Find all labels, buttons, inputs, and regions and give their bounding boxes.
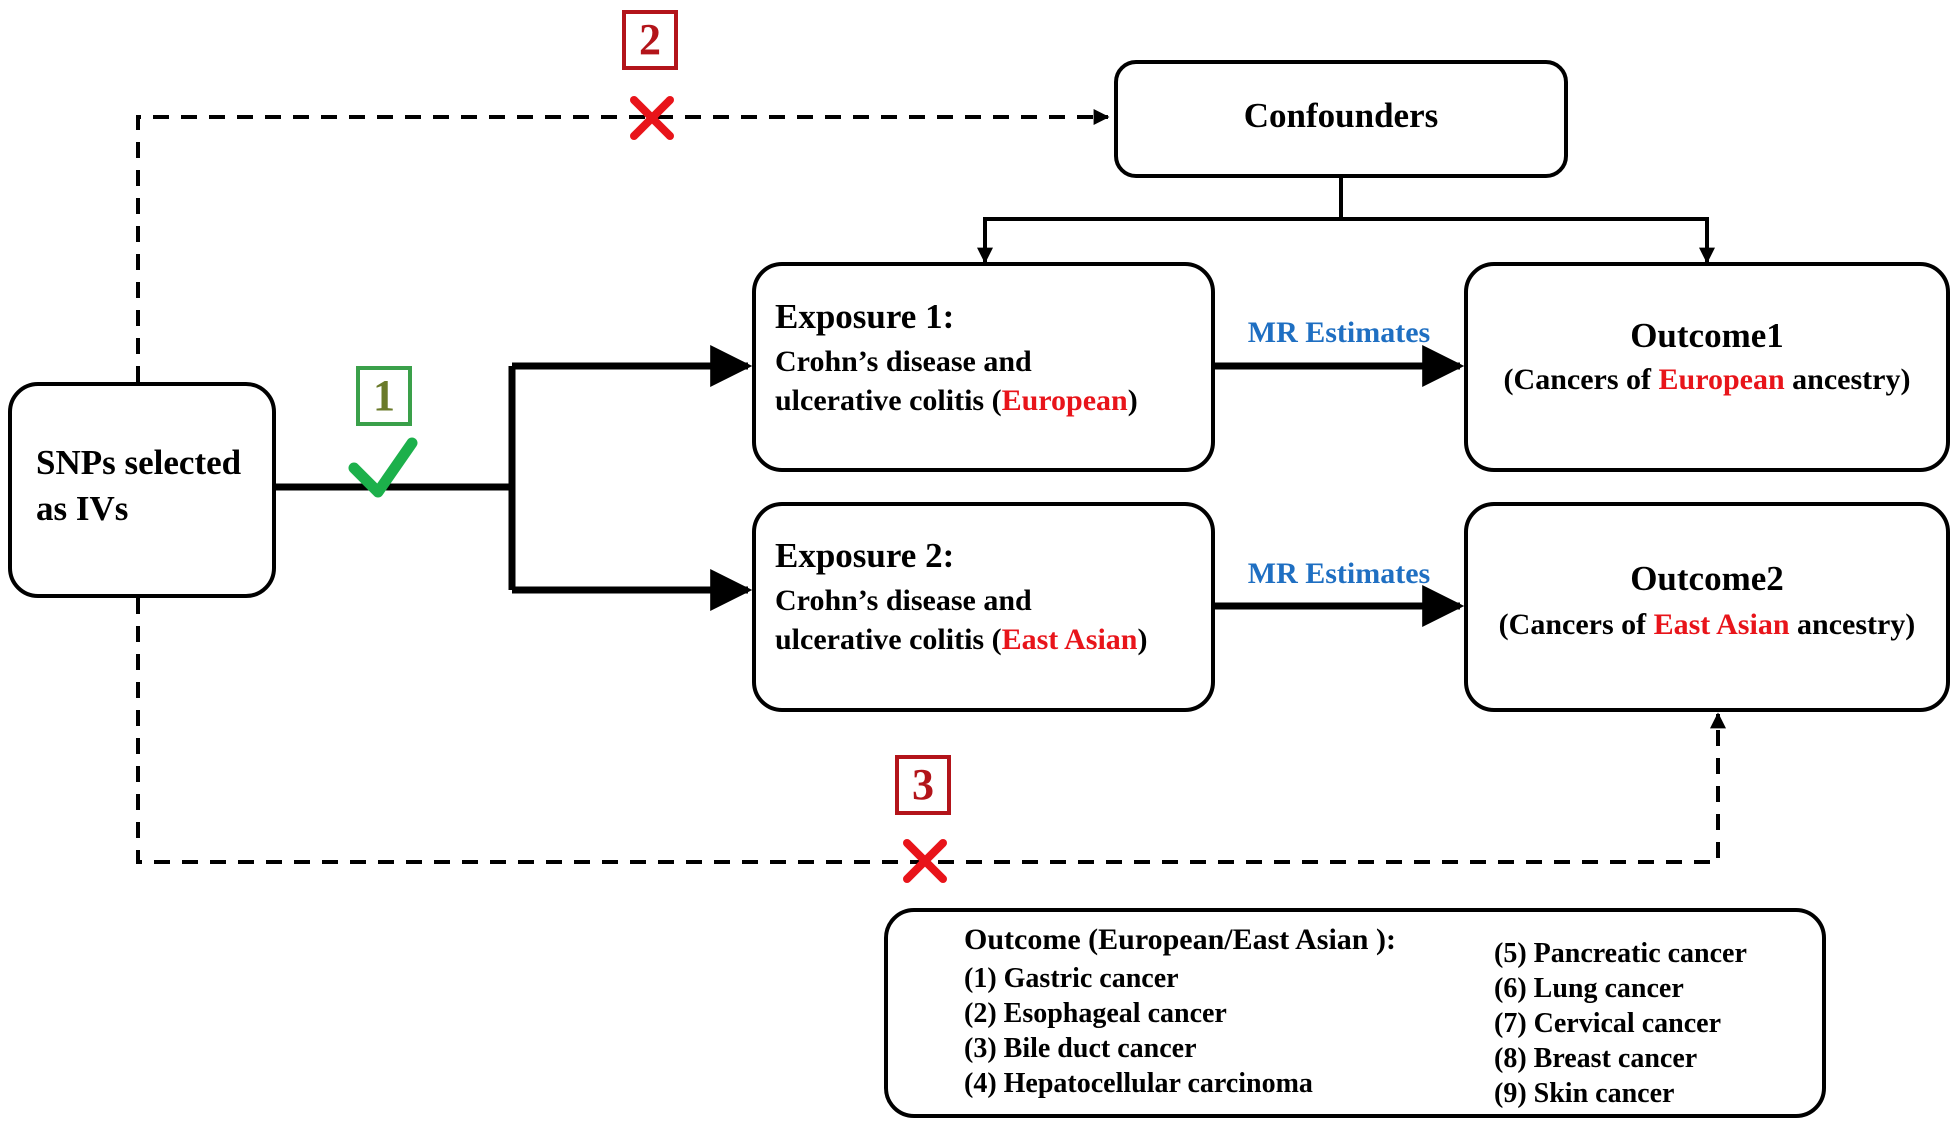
confounders-box: [1114, 60, 1568, 178]
list-item: (6) Lung cancer: [1494, 973, 1684, 1004]
outcome-list-right: (5) Pancreatic cancer (6) Lung cancer (7…: [1494, 936, 1747, 1111]
list-item: (3) Bile duct cancer: [964, 1033, 1197, 1064]
list-item: (1) Gastric cancer: [964, 963, 1179, 994]
outcome-list-title: Outcome (European/East Asian ):: [964, 923, 1396, 956]
exposure1-line2-prefix: ulcerative colitis (: [775, 384, 1002, 417]
outcome1-prefix: (Cancers of: [1503, 363, 1659, 396]
mr-estimates-bottom-label: MR Estimates: [1247, 557, 1431, 590]
exposure2-line2: ulcerative colitis (East Asian): [775, 622, 1147, 658]
outcome2-population: East Asian: [1653, 608, 1790, 641]
check-icon: [348, 437, 418, 498]
list-item: (8) Breast cancer: [1494, 1043, 1698, 1074]
outcome-list-left: (1) Gastric cancer (2) Esophageal cancer…: [964, 961, 1313, 1101]
exposure2-population: East Asian: [1001, 623, 1138, 656]
exposure2-line2-suffix: ): [1137, 623, 1148, 656]
dashed-path-to-confounders: [136, 109, 1110, 382]
dashed-path-to-outcome2: [136, 598, 1726, 864]
list-item: (4) Hepatocellular carcinoma: [964, 1068, 1313, 1099]
outcome1-subtitle: (Cancers of European ancestry): [1464, 362, 1950, 398]
list-item: (2) Esophageal cancer: [964, 998, 1227, 1029]
outcome2-subtitle: (Cancers of East Asian ancestry): [1464, 607, 1950, 643]
exposure1-line2: ulcerative colitis (European): [775, 383, 1138, 419]
exposure2-title: Exposure 2:: [775, 536, 955, 575]
cross-icon: [903, 839, 947, 883]
snps-box: [8, 382, 276, 598]
list-item: (9) Skin cancer: [1494, 1078, 1675, 1109]
condition-2-badge: 2: [622, 10, 678, 70]
exposure1-line2-suffix: ): [1127, 384, 1138, 417]
snps-line1: SNPs selected: [36, 443, 242, 482]
cross-icon: [630, 96, 674, 140]
exposure2-line1: Crohn’s disease and: [775, 584, 1032, 617]
confounders-to-outcome1: [1341, 217, 1715, 264]
outcome2-title: Outcome2: [1630, 559, 1784, 598]
outcome1-population: European: [1658, 363, 1785, 396]
outcome1-title: Outcome1: [1630, 316, 1784, 355]
condition-1-badge: 1: [356, 366, 412, 426]
outcome1-suffix: ancestry): [1784, 363, 1911, 396]
outcome1-box: [1464, 262, 1950, 472]
condition-3-badge: 3: [895, 755, 951, 815]
exposure1-title: Exposure 1:: [775, 297, 955, 336]
snps-line2: as IVs: [36, 489, 129, 528]
exposure2-line2-prefix: ulcerative colitis (: [775, 623, 1002, 656]
list-item: (5) Pancreatic cancer: [1494, 938, 1747, 969]
mr-estimates-top-label: MR Estimates: [1247, 316, 1431, 349]
outcome2-suffix: ancestry): [1789, 608, 1916, 641]
confounders-to-exposure1: [977, 217, 1341, 264]
outcome2-box: [1464, 502, 1950, 712]
outcome-list-box: [884, 908, 1826, 1118]
exposure2-box: [752, 502, 1215, 712]
outcome2-prefix: (Cancers of: [1498, 608, 1654, 641]
exposure1-line1: Crohn’s disease and: [775, 345, 1032, 378]
confounders-label: Confounders: [1243, 96, 1439, 135]
list-item: (7) Cervical cancer: [1494, 1008, 1721, 1039]
exposure1-box: [752, 262, 1215, 472]
exposure1-population: European: [1001, 384, 1128, 417]
